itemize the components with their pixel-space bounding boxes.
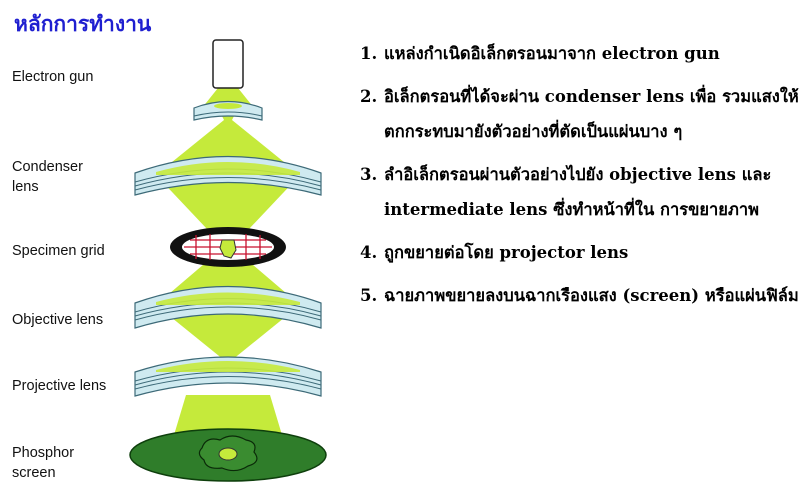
step-number: 1. <box>360 44 378 63</box>
step-number: 5. <box>360 286 378 305</box>
step-item: 2. อิเล็กตรอนที่ได้จะผ่าน condenser lens… <box>360 79 806 149</box>
step-item: 3. ลำอิเล็กตรอนผ่านตัวอย่างไปยัง objecti… <box>360 157 806 227</box>
specimen-grid <box>170 227 286 267</box>
step-text: ถูกขยายต่อโดย projector lens <box>384 243 629 262</box>
step-text: แหล่งกำเนิดอิเล็กตรอนมาจาก electron gun <box>384 44 720 63</box>
step-text: อิเล็กตรอนที่ได้จะผ่าน condenser lens เพ… <box>384 87 799 141</box>
label-condenser-lens: Condenser lens <box>12 159 83 195</box>
condenser-lens <box>134 155 322 196</box>
objective-lens <box>134 285 322 329</box>
label-projective-lens: Projective lens <box>12 378 107 394</box>
tem-diagram <box>129 39 327 482</box>
beam-objective-to-crossover <box>156 305 300 360</box>
step-number: 3. <box>360 165 378 184</box>
step-list: 1. แหล่งกำเนิดอิเล็กตรอนมาจาก electron g… <box>360 36 806 321</box>
phosphor-screen <box>129 428 327 482</box>
label-electron-gun: Electron gun <box>12 69 94 85</box>
beam-condenser-to-specimen <box>156 175 300 247</box>
label-objective-lens: Objective lens <box>12 312 104 328</box>
step-number: 4. <box>360 243 378 262</box>
step-number: 2. <box>360 87 378 106</box>
projective-lens <box>134 356 322 397</box>
label-phosphor-screen: Phosphor screen <box>12 445 75 481</box>
step-item: 4. ถูกขยายต่อโดย projector lens <box>360 235 806 270</box>
electron-gun <box>212 39 244 89</box>
step-item: 1. แหล่งกำเนิดอิเล็กตรอนมาจาก electron g… <box>360 36 806 71</box>
slide-title: หลักการทำงาน <box>14 12 152 36</box>
label-specimen-grid: Specimen grid <box>12 243 105 259</box>
step-text: ฉายภาพขยายลงบนฉากเรืองแสง (screen) หรือแ… <box>384 286 799 305</box>
step-item: 5. ฉายภาพขยายลงบนฉากเรืองแสง (screen) หร… <box>360 278 806 313</box>
gun-lens <box>193 100 263 121</box>
step-text: ลำอิเล็กตรอนผ่านตัวอย่างไปยัง objective … <box>384 165 772 219</box>
